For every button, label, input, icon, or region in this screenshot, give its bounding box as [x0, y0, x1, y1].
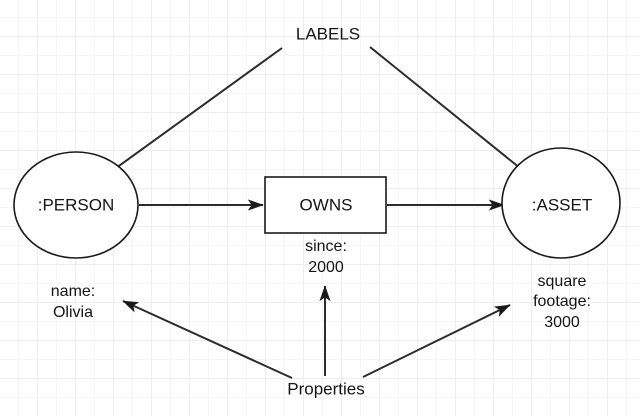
callout-edge-labels-to-person	[93, 47, 283, 185]
labels-group-title: LABELS	[296, 24, 360, 43]
person-property-key: name:	[51, 283, 95, 300]
callout-edge-properties-to-person-props	[122, 300, 293, 379]
properties-group-title: Properties	[287, 379, 364, 398]
asset-property-key-line1: square	[538, 273, 587, 290]
node-asset-label: :ASSET	[532, 195, 592, 214]
callout-edge-properties-to-asset-props	[362, 304, 511, 378]
node-person-shape[interactable]	[13, 151, 139, 259]
owns-property-key: since:	[305, 238, 347, 255]
node-asset-shape[interactable]	[501, 147, 621, 259]
node-owns-shape[interactable]	[264, 176, 387, 234]
callout-edge-labels-to-asset	[369, 46, 537, 182]
person-property-value: Olivia	[53, 304, 93, 321]
node-person-label: :PERSON	[38, 195, 115, 214]
node-owns-label: OWNS	[300, 195, 353, 214]
owns-property-value: 2000	[308, 259, 344, 276]
asset-property-value: 3000	[544, 314, 580, 331]
asset-property-key-line2: footage:	[533, 293, 591, 310]
